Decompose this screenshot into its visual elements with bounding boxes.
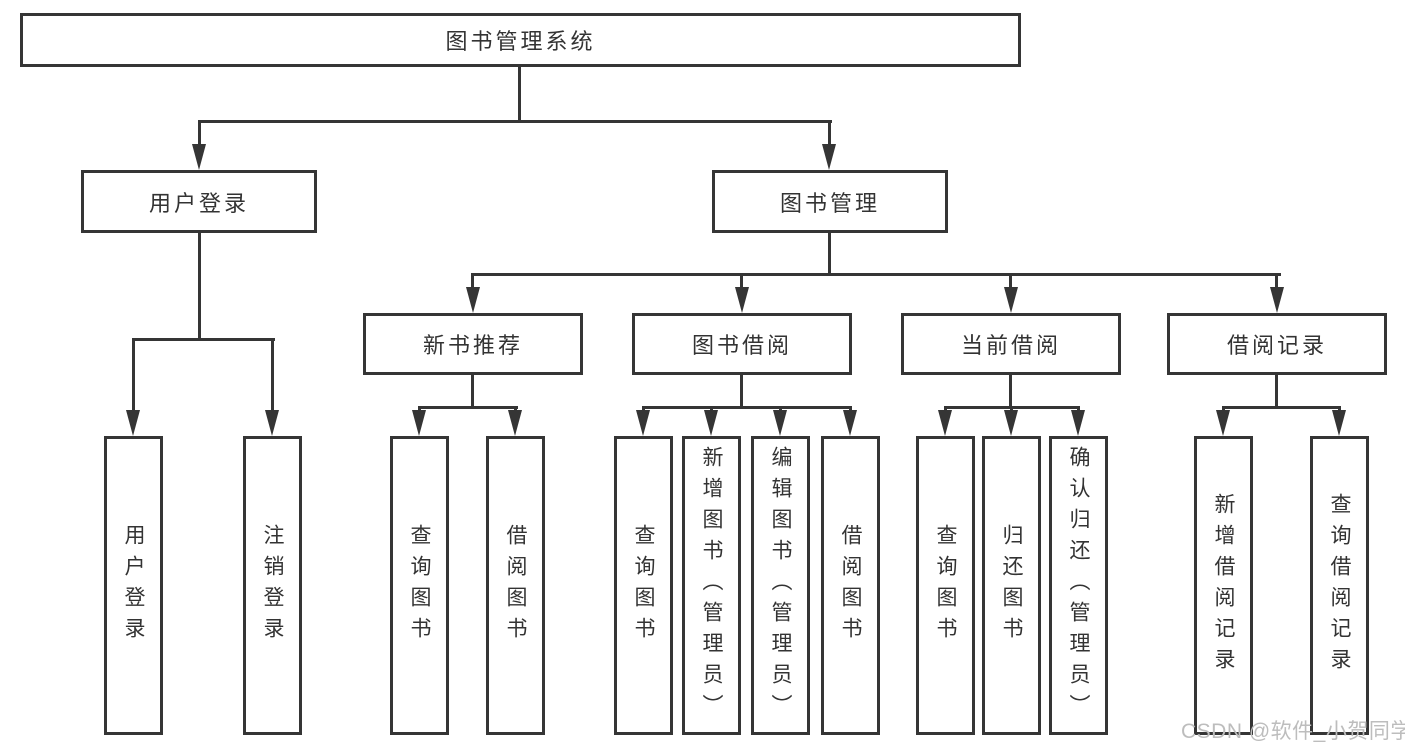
connector-line	[471, 373, 474, 409]
csdn-watermark: CSDN @软件_小贺同学	[1181, 720, 1405, 743]
arrowhead-icon	[265, 410, 279, 436]
arrowhead-icon	[126, 410, 140, 436]
connector-line	[198, 120, 832, 123]
arrowhead-icon	[636, 410, 650, 436]
leaf-query-books-borrowing: 查询图书	[614, 436, 673, 735]
connector-line	[132, 338, 275, 341]
leaf-edit-books-admin: 编辑图书（管理员）	[751, 436, 810, 735]
connector-line	[642, 406, 852, 409]
leaf-borrow-books-borrowing-label: 借阅图书	[839, 523, 862, 648]
leaf-logout: 注销登录	[243, 436, 302, 735]
arrowhead-icon	[735, 287, 749, 313]
diagram-title: 图书管理系统	[445, 29, 596, 54]
leaf-query-books-recommend: 查询图书	[390, 436, 449, 735]
leaf-add-books-admin: 新增图书（管理员）	[682, 436, 741, 735]
arrowhead-icon	[192, 144, 206, 170]
leaf-user-login-label: 用户登录	[122, 523, 145, 648]
leaf-add-books-admin-label: 新增图书（管理员）	[700, 446, 723, 725]
connector-line	[198, 121, 201, 147]
leaf-add-borrow-record-label: 新增借阅记录	[1212, 492, 1235, 679]
arrowhead-icon	[938, 410, 952, 436]
leaf-confirm-return-admin: 确认归还（管理员）	[1049, 436, 1108, 735]
arrowhead-icon	[1004, 410, 1018, 436]
arrowhead-icon	[843, 410, 857, 436]
node-book-borrowing: 图书借阅	[632, 313, 852, 375]
arrowhead-icon	[1270, 287, 1284, 313]
node-library-management-system: 图书管理系统	[20, 13, 1021, 67]
node-new-book-recommend-label: 新书推荐	[422, 333, 523, 358]
arrowhead-icon	[704, 410, 718, 436]
connector-line	[132, 339, 135, 411]
arrowhead-icon	[1004, 287, 1018, 313]
connector-line	[471, 273, 1281, 276]
leaf-query-books-current: 查询图书	[916, 436, 975, 735]
leaf-query-books-borrowing-label: 查询图书	[632, 523, 655, 648]
connector-line	[1009, 274, 1012, 289]
connector-line	[1009, 373, 1012, 409]
connector-line	[1275, 373, 1278, 409]
leaf-borrow-books-recommend-label: 借阅图书	[504, 523, 527, 648]
leaf-query-borrow-record-label: 查询借阅记录	[1328, 492, 1351, 679]
leaf-borrow-books-recommend: 借阅图书	[486, 436, 545, 735]
node-book-management: 图书管理	[712, 170, 948, 233]
arrowhead-icon	[508, 410, 522, 436]
node-user-login-label: 用户登录	[148, 190, 249, 216]
leaf-return-books: 归还图书	[982, 436, 1041, 735]
connector-line	[198, 231, 201, 341]
connector-line	[740, 274, 743, 289]
node-book-borrowing-label: 图书借阅	[691, 333, 792, 358]
node-user-login: 用户登录	[81, 170, 317, 233]
arrowhead-icon	[1216, 410, 1230, 436]
node-book-management-label: 图书管理	[779, 190, 880, 216]
arrowhead-icon	[1332, 410, 1346, 436]
connector-line	[471, 274, 474, 289]
connector-line	[740, 373, 743, 409]
connector-line	[518, 65, 521, 123]
node-borrowing-records: 借阅记录	[1167, 313, 1387, 375]
arrowhead-icon	[822, 144, 836, 170]
node-current-borrowing: 当前借阅	[901, 313, 1121, 375]
connector-line	[418, 406, 518, 409]
leaf-query-books-recommend-label: 查询图书	[408, 523, 431, 648]
node-borrowing-records-label: 借阅记录	[1226, 333, 1327, 358]
arrowhead-icon	[466, 287, 480, 313]
leaf-add-borrow-record: 新增借阅记录	[1194, 436, 1253, 735]
connector-line	[1222, 406, 1341, 409]
leaf-query-books-current-label: 查询图书	[934, 523, 957, 648]
leaf-logout-label: 注销登录	[261, 523, 284, 648]
arrowhead-icon	[773, 410, 787, 436]
leaf-confirm-return-admin-label: 确认归还（管理员）	[1067, 446, 1090, 725]
connector-line	[828, 121, 831, 147]
leaf-user-login: 用户登录	[104, 436, 163, 735]
arrowhead-icon	[412, 410, 426, 436]
connector-line	[271, 339, 274, 411]
connector-line	[1275, 274, 1278, 289]
node-new-book-recommend: 新书推荐	[363, 313, 583, 375]
leaf-query-borrow-record: 查询借阅记录	[1310, 436, 1369, 735]
leaf-return-books-label: 归还图书	[1000, 523, 1023, 648]
node-current-borrowing-label: 当前借阅	[960, 333, 1061, 358]
arrowhead-icon	[1071, 410, 1085, 436]
leaf-borrow-books-borrowing: 借阅图书	[821, 436, 880, 735]
connector-line	[828, 230, 831, 276]
leaf-edit-books-admin-label: 编辑图书（管理员）	[769, 446, 792, 725]
